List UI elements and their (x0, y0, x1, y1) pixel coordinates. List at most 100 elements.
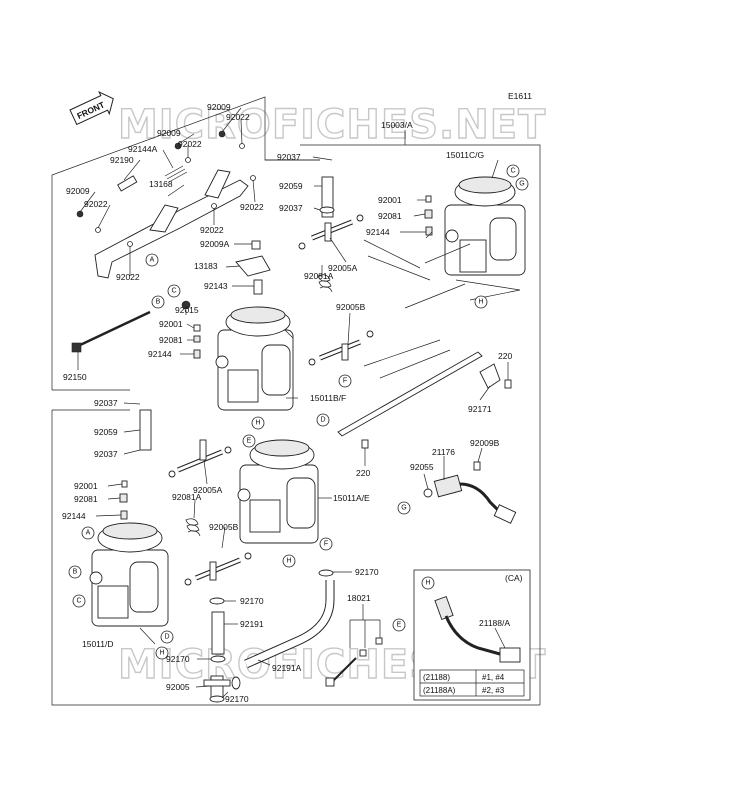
label-92001b: 92001 (378, 195, 402, 205)
callout-h2 (251, 416, 265, 430)
label-92009b: 92009 (157, 128, 181, 138)
svg-text:H: H (159, 650, 164, 657)
front-arrow-icon: FRONT (69, 90, 114, 126)
svg-text:F: F (324, 541, 328, 548)
inset-row1-cyl: #1, #4 (482, 673, 505, 682)
svg-text:G: G (401, 505, 406, 512)
label-92022b: 92022 (178, 139, 202, 149)
callout-g2 (397, 501, 411, 515)
svg-text:B: B (156, 299, 161, 306)
label-15011bf: 15011B/F (310, 393, 346, 403)
svg-text:D: D (320, 417, 325, 424)
label-92143: 92143 (204, 281, 228, 291)
callout-e2 (392, 618, 406, 632)
label-92191: 92191 (240, 619, 264, 629)
carburetor-upper-middle (215, 306, 294, 411)
callout-d1 (316, 413, 330, 427)
label-21188a: 21188/A (479, 618, 510, 628)
svg-text:E: E (247, 438, 252, 445)
diagram-code: E1611 (508, 91, 532, 101)
label-92005a-upper: 92005A (328, 263, 358, 273)
svg-text:D: D (164, 634, 169, 641)
callout-f1 (338, 374, 352, 388)
svg-text:G: G (519, 181, 524, 188)
inset-row2-part: (21188A) (423, 686, 456, 695)
carburetor-upper-right (444, 176, 526, 276)
callout-a2 (81, 526, 95, 540)
label-92190: 92190 (110, 155, 134, 165)
label-92009a: 92009 (207, 102, 231, 112)
label-92037c: 92037 (94, 398, 118, 408)
callout-h-extra (282, 554, 296, 568)
callout-c3 (72, 594, 86, 608)
svg-text:B: B (73, 569, 78, 576)
small-hardware-group (181, 240, 271, 359)
callout-c2 (506, 164, 520, 178)
callout-h3 (155, 646, 169, 660)
label-13183: 13183 (194, 261, 218, 271)
label-92170d: 92170 (225, 694, 249, 704)
label-92055: 92055 (410, 462, 434, 472)
label-92005a-lower: 92005A (193, 485, 223, 495)
label-92022d: 92022 (200, 225, 224, 235)
label-92001a: 92001 (159, 319, 183, 329)
label-92037d: 92037 (94, 449, 118, 459)
label-92009a-cap: 92009A (200, 239, 230, 249)
label-13168: 13168 (149, 179, 173, 189)
mounting-rail (337, 351, 512, 449)
label-220b: 220 (356, 468, 370, 478)
svg-text:H: H (255, 420, 260, 427)
leader-lines (77, 107, 521, 699)
label-92009b-cap: 92009B (470, 438, 500, 448)
label-92144a-top: 92144A (128, 144, 158, 154)
label-92171: 92171 (468, 404, 492, 414)
label-92022a: 92022 (226, 112, 250, 122)
callout-a1 (145, 253, 159, 267)
label-92170b: 92170 (240, 596, 264, 606)
label-15003a: 15003/A (381, 120, 413, 130)
label-92144c: 92144 (62, 511, 86, 521)
callout-b2 (68, 565, 82, 579)
callout-d2 (160, 630, 174, 644)
inset-row2-cyl: #2, #3 (482, 686, 505, 695)
label-92081a-upper: 92081A (304, 271, 334, 281)
callout-e1 (242, 434, 256, 448)
svg-text:A: A (86, 530, 91, 537)
long-bolt (71, 310, 151, 353)
label-92081a: 92081 (159, 335, 183, 345)
label-18021: 18021 (347, 593, 371, 603)
screw-set-18021 (325, 619, 383, 687)
label-92081c: 92081 (74, 494, 98, 504)
linkage-bracket (76, 130, 256, 279)
label-15011ae: 15011A/E (333, 493, 370, 503)
label-92144a: 92144 (148, 349, 172, 359)
svg-text:C: C (510, 168, 515, 175)
label-92144b: 92144 (366, 227, 390, 237)
part-labels: 15003/A 15011C/G 15011B/F 15011A/E 15011… (62, 102, 512, 704)
carburetor-lower-left (89, 522, 169, 627)
svg-text:H: H (478, 299, 483, 306)
label-92037b: 92037 (279, 203, 303, 213)
callout-f2 (319, 537, 333, 551)
label-92022c: 92022 (84, 199, 108, 209)
label-220a: 220 (498, 351, 512, 361)
label-15011d: 15011/D (82, 639, 114, 649)
callout-c1 (167, 284, 181, 298)
inset-row1-part: (21188) (423, 673, 450, 682)
callout-b1 (151, 295, 165, 309)
small-hardware-left-2 (119, 480, 128, 520)
label-92015: 92015 (175, 305, 199, 315)
svg-text:H: H (286, 558, 291, 565)
svg-text:E: E (397, 622, 402, 629)
label-92081b: 92081 (378, 211, 402, 221)
svg-text:A: A (150, 257, 155, 264)
label-92191a: 92191A (272, 663, 302, 673)
label-92005: 92005 (166, 682, 190, 692)
label-92170a: 92170 (355, 567, 379, 577)
label-92059a: 92059 (279, 181, 303, 191)
label-92150: 92150 (63, 372, 87, 382)
callout-h4 (421, 576, 435, 590)
svg-text:C: C (171, 288, 176, 295)
sensor-21176 (423, 461, 517, 524)
callout-markers: A B C C G H F D E H A B C D H H F E G H (68, 164, 529, 660)
